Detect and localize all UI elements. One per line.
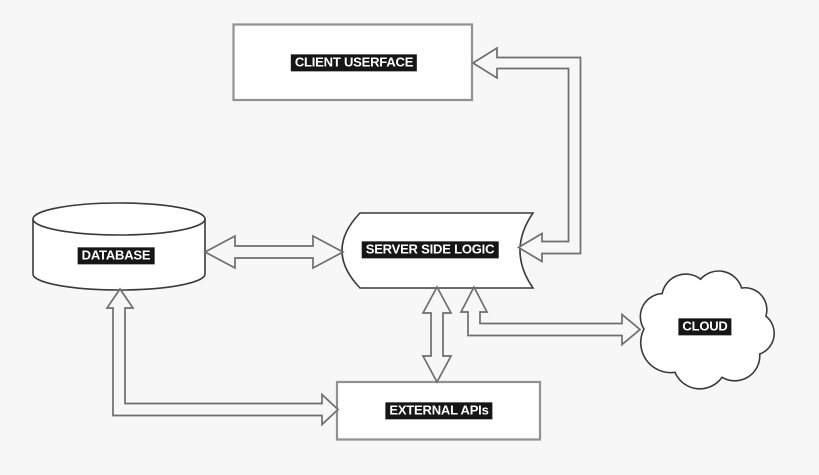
node-label-cloud: CLOUD — [678, 318, 732, 336]
node-label-client-userface: CLIENT USERFACE — [290, 54, 418, 72]
arrow-database-server — [203, 234, 345, 270]
node-label-external-apis: EXTERNAL APIs — [385, 402, 493, 420]
node-label-server-side-logic: SERVER SIDE LOGIC — [361, 241, 499, 259]
arrow-server-client — [471, 46, 582, 263]
arrow-database-external — [105, 287, 340, 427]
database-cylinder-top — [32, 202, 206, 236]
arrow-server-external — [421, 285, 453, 384]
arrow-server-cloud — [459, 285, 642, 347]
node-label-database: DATABASE — [77, 247, 155, 265]
